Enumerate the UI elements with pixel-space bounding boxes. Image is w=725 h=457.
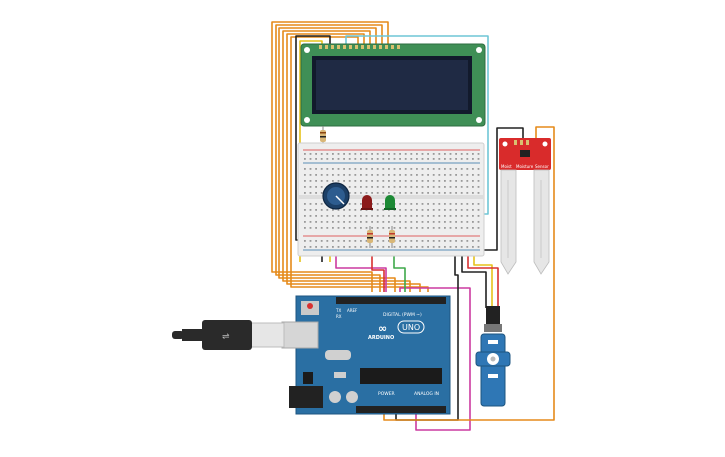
- reset-button[interactable]: [307, 303, 313, 309]
- led-green[interactable]: [384, 195, 396, 210]
- analog-label: ANALOG IN: [414, 391, 439, 397]
- lcd-pins: [319, 45, 400, 49]
- wire-red-servo[interactable]: [467, 250, 499, 308]
- arduino-uno[interactable]: ∞ ARDUINO UNO DIGITAL (PWM ~) POWER ANAL…: [281, 295, 451, 415]
- wire-yellow-servo[interactable]: [473, 250, 493, 308]
- breadboard-holes: [304, 153, 480, 248]
- rx-label: RX: [336, 314, 342, 319]
- resistor-led-green[interactable]: [389, 226, 395, 248]
- arduino-model: UNO: [402, 323, 420, 332]
- usb-symbol-icon: ⇌: [222, 332, 230, 342]
- led-red[interactable]: [361, 195, 373, 210]
- wire-black-servo[interactable]: [461, 250, 487, 308]
- sensor-label-right: Sensor: [535, 164, 549, 169]
- sensor-label-mid: Moisture: [516, 164, 534, 169]
- wire-magenta-2[interactable]: [399, 287, 471, 431]
- servo-motor[interactable]: [475, 306, 511, 407]
- power-label: POWER: [378, 391, 395, 397]
- usb-cable-icon[interactable]: ⇌: [172, 320, 285, 350]
- arduino-logo: ARDUINO: [368, 335, 394, 341]
- tx-label: TX: [335, 308, 341, 313]
- soil-moisture-sensor[interactable]: Moist Moisture Sensor: [499, 138, 551, 275]
- potentiometer[interactable]: [322, 182, 350, 210]
- aref-label: AREF: [347, 308, 358, 313]
- digital-label: DIGITAL (PWM ~): [383, 312, 422, 318]
- wire-orange-sensor[interactable]: [383, 126, 555, 421]
- lcd-module[interactable]: [300, 43, 486, 127]
- resistor-led-red[interactable]: [367, 226, 373, 248]
- wire-black-sensor[interactable]: [496, 127, 524, 148]
- sensor-label-left: Moist: [501, 164, 512, 169]
- usb-port[interactable]: [281, 321, 319, 349]
- arduino-infinity-icon: ∞: [378, 322, 387, 335]
- atmega-chip: [360, 368, 442, 384]
- wire-orange-4[interactable]: [282, 30, 411, 292]
- power-jack[interactable]: [289, 386, 323, 408]
